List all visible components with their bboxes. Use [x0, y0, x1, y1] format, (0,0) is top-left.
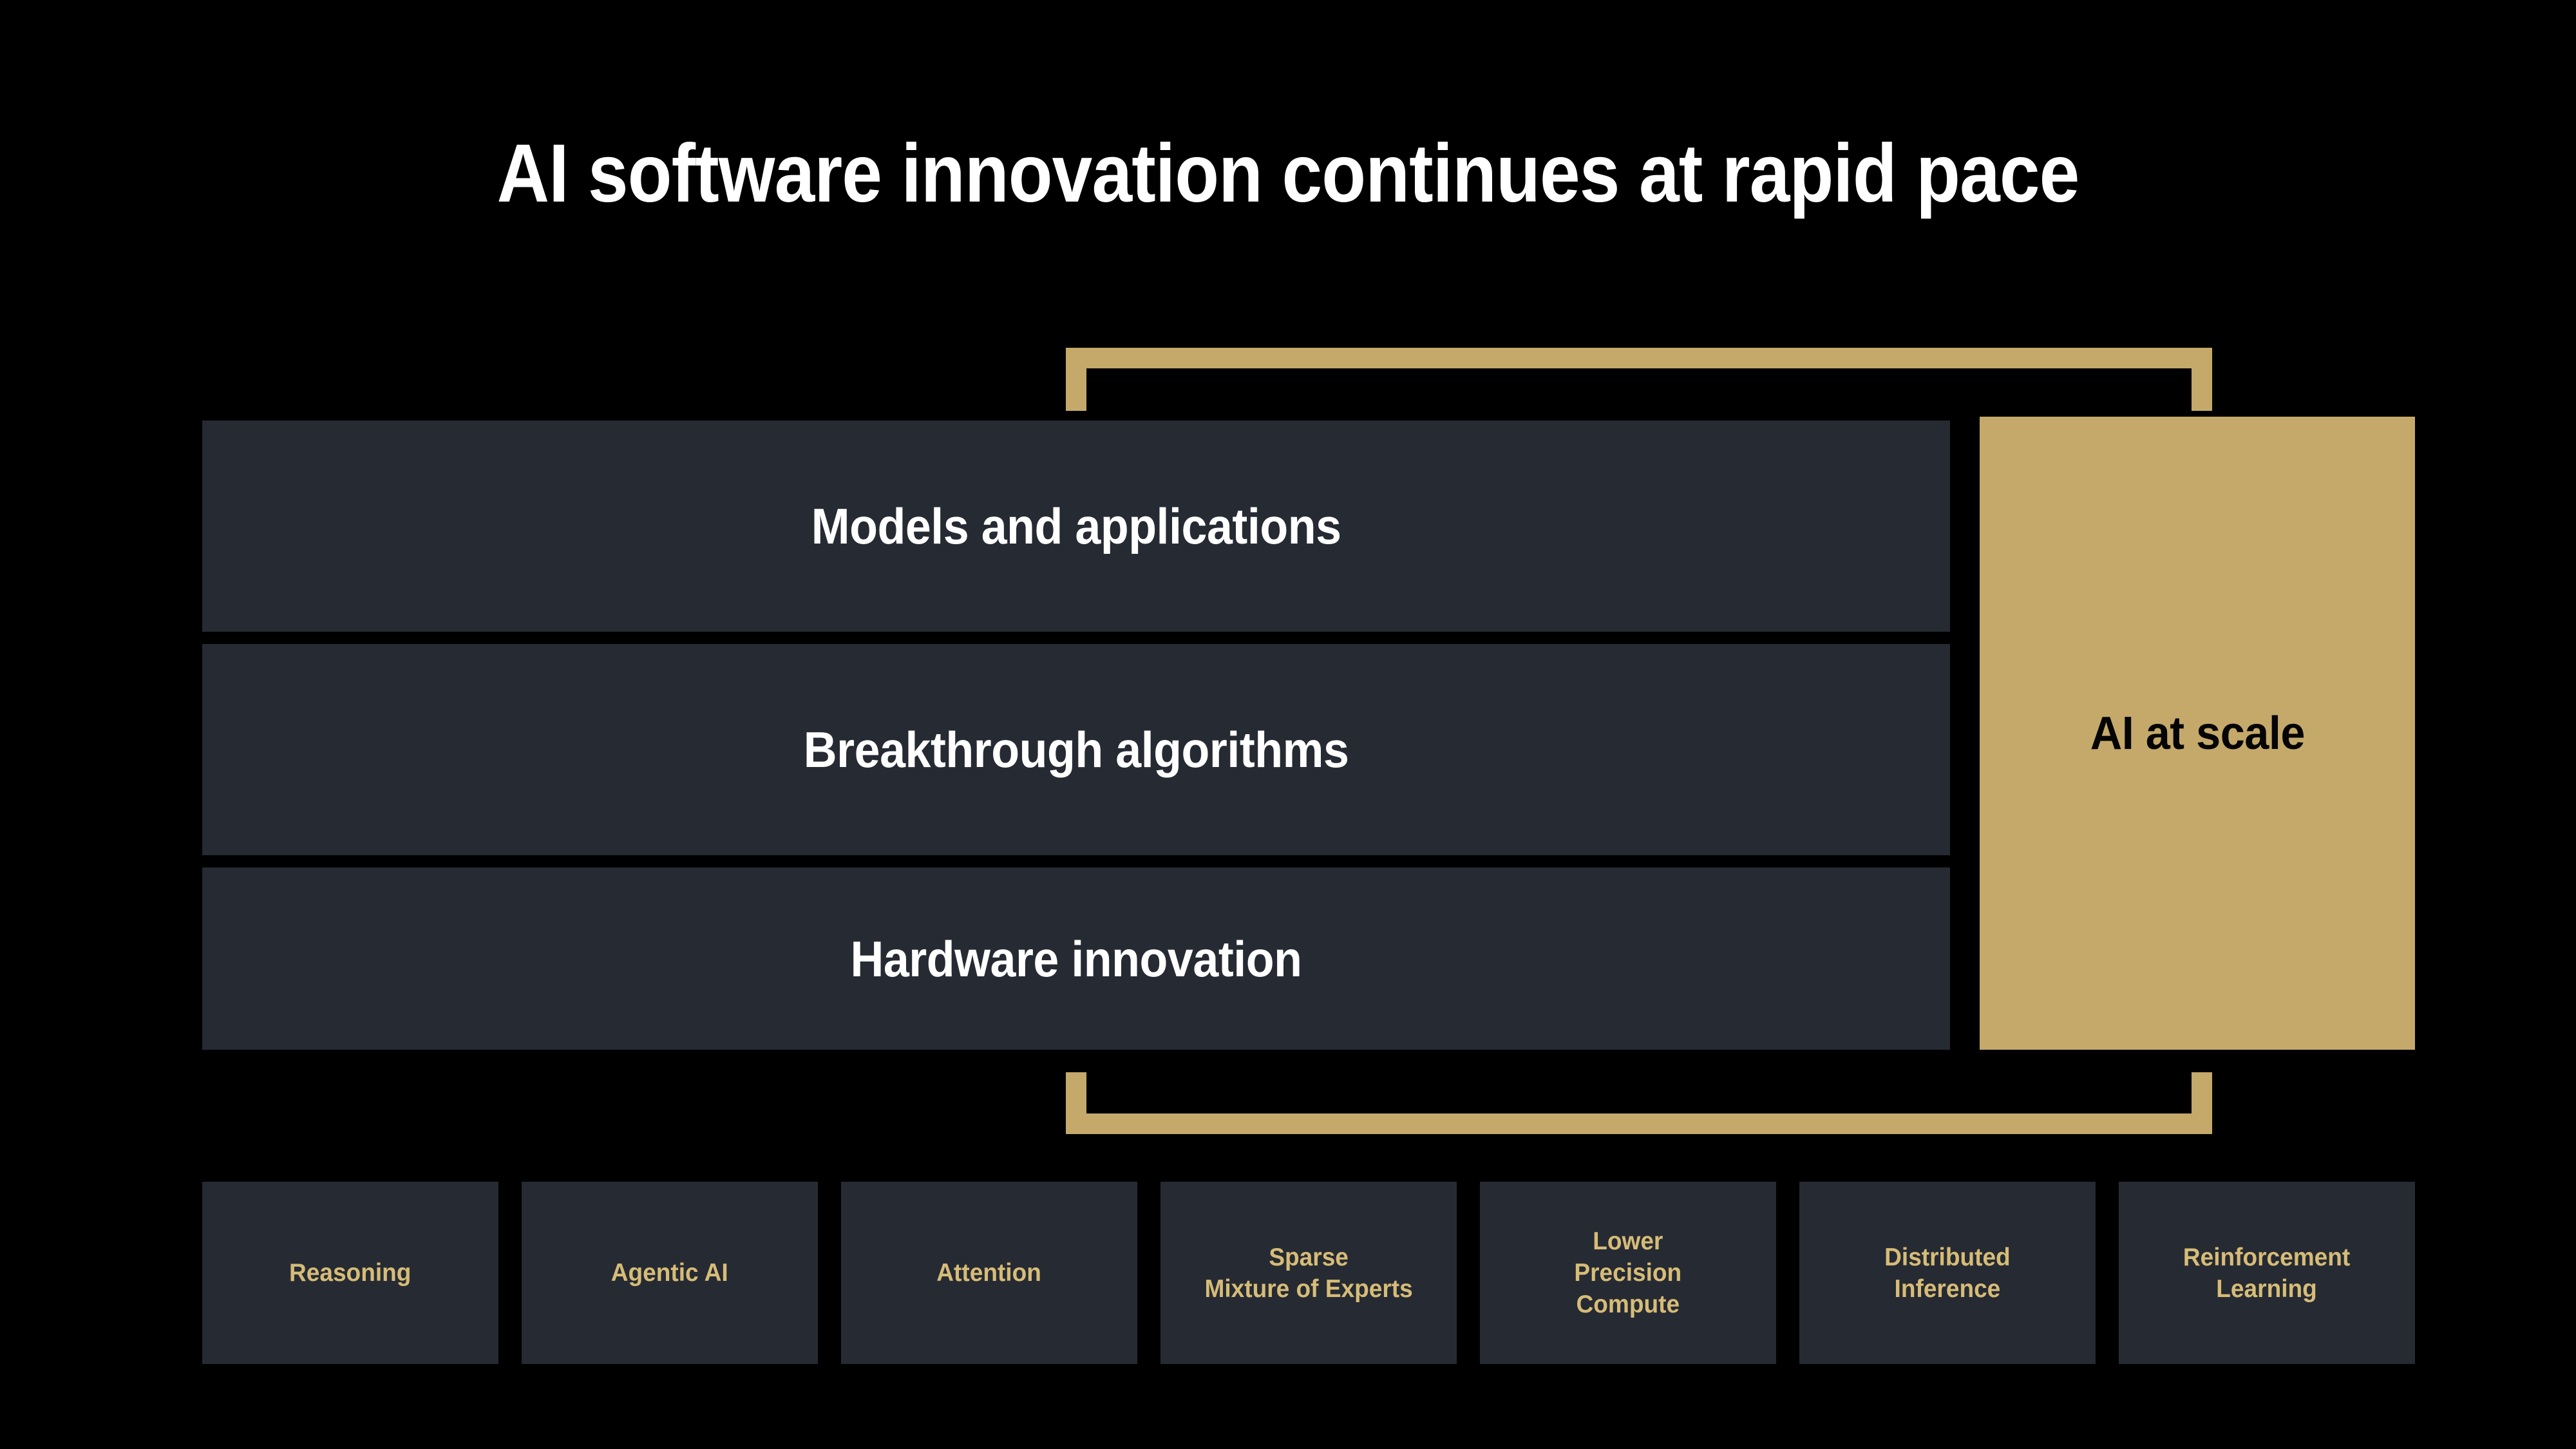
bracket-top-left-stub [1066, 348, 1086, 411]
chip-reinforcement-learning[interactable]: Reinforcement Learning [2119, 1182, 2415, 1364]
bracket-bottom-connector [1066, 1072, 2212, 1134]
layer-label: Hardware innovation [850, 930, 1302, 987]
layer-label: Models and applications [811, 498, 1341, 554]
layer-label: Breakthrough algorithms [803, 721, 1349, 778]
chip-label: Attention [936, 1259, 1042, 1287]
bracket-top-right-stub [2192, 348, 2212, 411]
chip-label: Agentic AI [611, 1259, 728, 1287]
chip-label: Reasoning [289, 1259, 412, 1287]
chip-distributed-inference[interactable]: Distributed Inference [1799, 1182, 2096, 1364]
technology-chip-row: Reasoning Agentic AI Attention Sparse Mi… [202, 1182, 2415, 1364]
page-title: AI software innovation continues at rapi… [497, 128, 2080, 220]
bracket-bottom-right-stub [2192, 1072, 2212, 1134]
bracket-top-connector [1066, 348, 2212, 411]
chip-label: Lower Precision Compute [1574, 1227, 1682, 1318]
layer-row-breakthrough-algorithms[interactable]: Breakthrough algorithms [202, 644, 1950, 855]
bracket-bottom-horizontal-bar [1066, 1113, 2212, 1134]
chip-label: Reinforcement Learning [2183, 1243, 2351, 1303]
chip-lower-precision-compute[interactable]: Lower Precision Compute [1480, 1182, 1776, 1364]
bracket-bottom-left-stub [1066, 1072, 1086, 1134]
ai-at-scale-panel[interactable]: AI at scale [1980, 417, 2415, 1050]
chip-sparse-mixture-of-experts[interactable]: Sparse Mixture of Experts [1160, 1182, 1457, 1364]
bracket-top-horizontal-bar [1066, 348, 2212, 368]
chip-attention[interactable]: Attention [841, 1182, 1137, 1364]
layer-row-hardware-innovation[interactable]: Hardware innovation [202, 867, 1950, 1050]
chip-label: Distributed Inference [1884, 1243, 2011, 1303]
layer-stack: Models and applications Breakthrough alg… [202, 421, 1950, 1050]
chip-agentic-ai[interactable]: Agentic AI [522, 1182, 818, 1364]
ai-at-scale-label: AI at scale [2090, 707, 2305, 759]
chip-reasoning[interactable]: Reasoning [202, 1182, 498, 1364]
layer-row-models-and-applications[interactable]: Models and applications [202, 421, 1950, 632]
chip-label: Sparse Mixture of Experts [1204, 1243, 1413, 1303]
